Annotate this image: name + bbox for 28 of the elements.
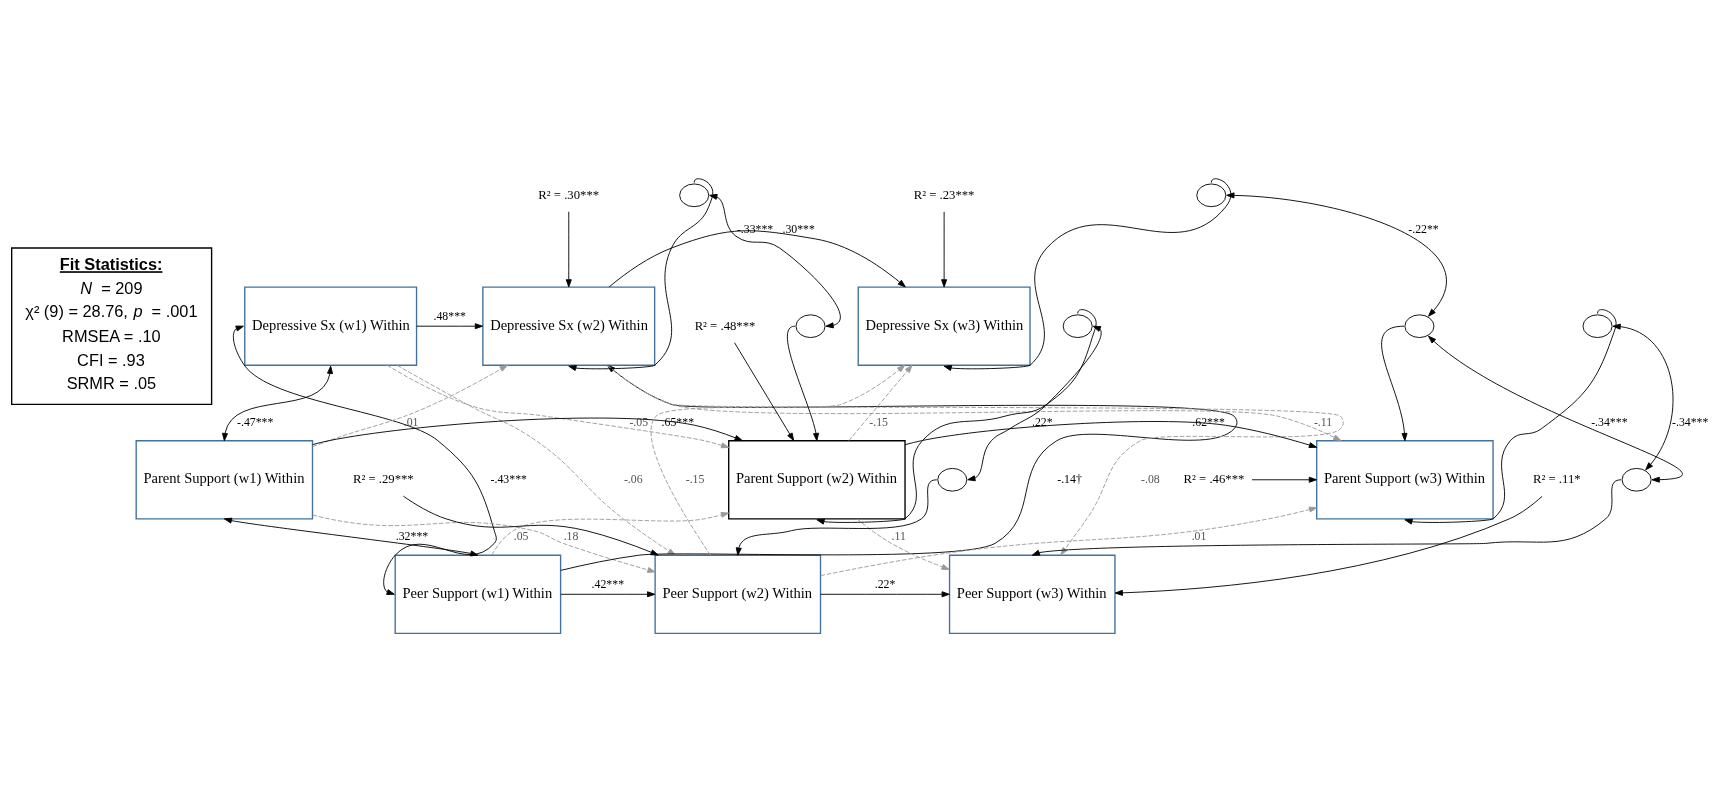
edge-label: -.34*** — [1672, 414, 1709, 429]
edge-label: -.06 — [623, 471, 643, 486]
node-text: R² = .30*** — [538, 187, 600, 202]
edge-label: .22* — [874, 576, 896, 591]
edge-label: -.15 — [869, 414, 889, 429]
edge-label: .05 — [513, 528, 529, 543]
node-text: R² = .11* — [1533, 471, 1581, 486]
edge-label: -.14† — [1057, 471, 1082, 486]
edge-label: .30*** — [782, 221, 815, 236]
node-text: R² = .23*** — [913, 187, 975, 202]
edge-label: -.08 — [1141, 471, 1160, 486]
edge-label: -.43*** — [490, 471, 527, 486]
node-text: R² = .46*** — [1183, 471, 1245, 486]
edge-label: .32*** — [395, 528, 429, 543]
edge-label: .18 — [563, 528, 579, 543]
edge-label: .48*** — [433, 308, 466, 323]
edge-label: -.15 — [685, 471, 705, 486]
edge-label: -.22** — [1408, 221, 1439, 236]
edge-label: -.34*** — [1591, 414, 1628, 429]
edge-label: .42*** — [591, 576, 625, 591]
edge-label: .01 — [403, 414, 419, 429]
edge-label: -.47*** — [237, 414, 274, 429]
edge-label: .22* — [1031, 414, 1053, 429]
node-text: R² = .48*** — [694, 318, 756, 333]
edge-label: .01 — [1191, 528, 1207, 543]
node-text: R² = .29*** — [352, 471, 414, 486]
edge-label: .11 — [891, 528, 906, 543]
edge-label: -.11 — [1313, 414, 1333, 429]
